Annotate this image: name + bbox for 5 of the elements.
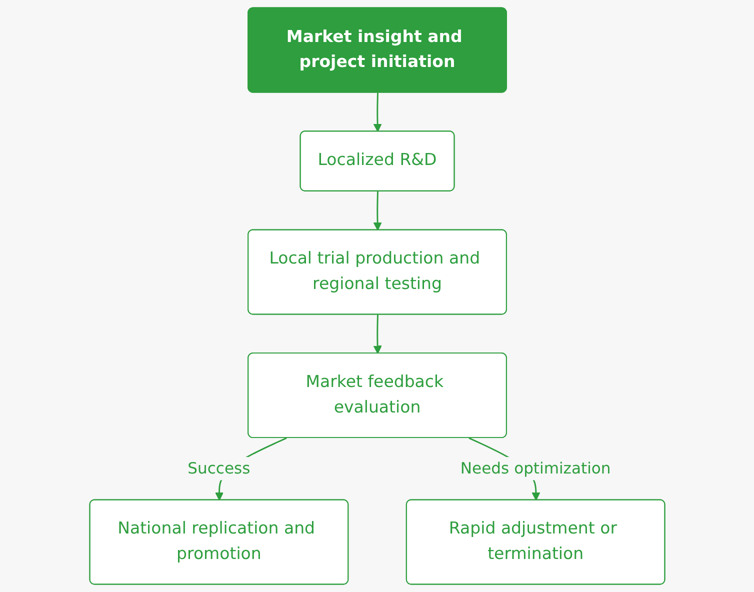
edge-label: Needs optimization: [460, 458, 610, 478]
edge-label: Success: [187, 458, 250, 478]
arrow: [373, 191, 382, 231]
arrow: [373, 314, 382, 354]
arrow: [373, 92, 382, 132]
